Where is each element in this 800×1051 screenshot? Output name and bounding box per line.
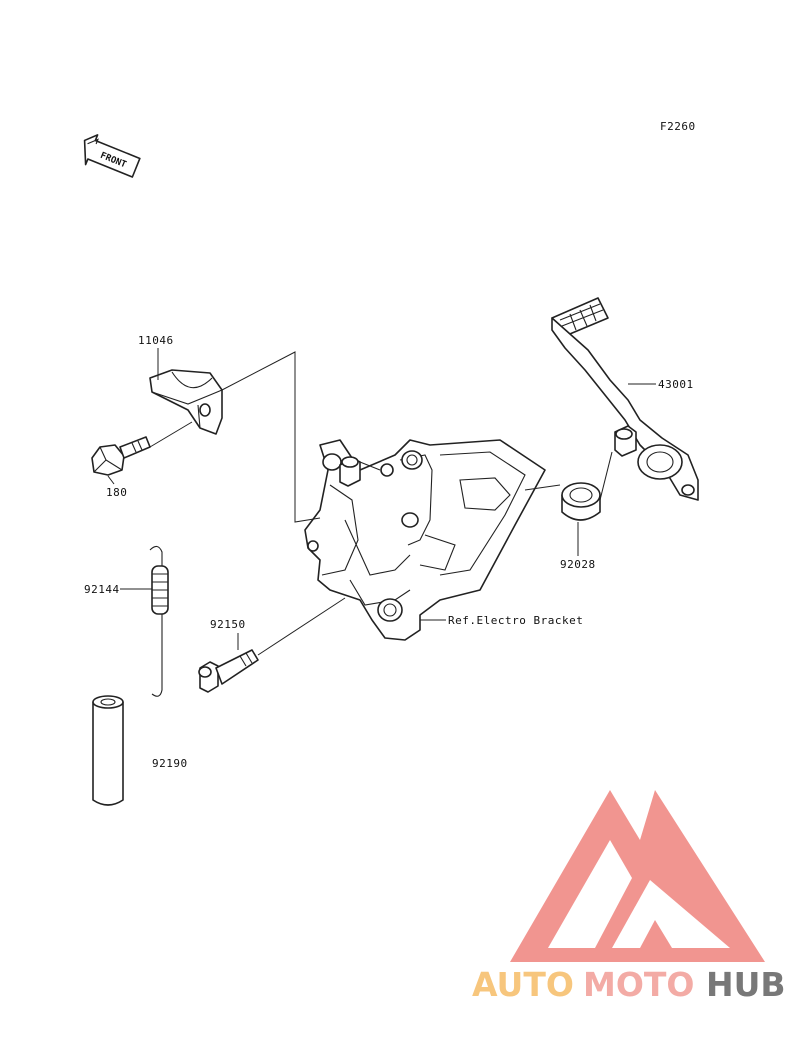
part-number: 180 bbox=[106, 486, 127, 499]
part-number: 92028 bbox=[560, 558, 596, 571]
part-number: 11046 bbox=[138, 334, 174, 347]
part-label-180: 180 bbox=[106, 475, 127, 499]
part-number: 92190 bbox=[152, 757, 188, 770]
watermark-logo: AUTO MOTO HUB bbox=[472, 790, 786, 1004]
part-number: 43001 bbox=[658, 378, 694, 391]
pedal-bracket bbox=[304, 439, 546, 641]
spring-92144 bbox=[149, 545, 169, 697]
collar-92190 bbox=[92, 695, 124, 806]
bushing-92028 bbox=[561, 482, 601, 521]
part-label-92190: 92190 bbox=[152, 757, 188, 770]
figure-code: F2260 bbox=[660, 120, 696, 133]
watermark-moto: MOTO bbox=[583, 965, 694, 1004]
watermark-auto: AUTO bbox=[472, 965, 574, 1004]
part-label-43001: 43001 bbox=[628, 378, 694, 391]
front-arrow-icon: FRONT bbox=[83, 134, 141, 178]
clamp-bracket-11046 bbox=[149, 369, 223, 435]
part-label-11046: 11046 bbox=[138, 334, 174, 380]
hex-bolt-180 bbox=[91, 436, 151, 476]
part-label-92028: 92028 bbox=[560, 522, 596, 571]
reference-label-electro-bracket: Ref.Electro Bracket bbox=[420, 614, 583, 627]
part-number: 92150 bbox=[210, 618, 246, 631]
part-number: 92144 bbox=[84, 583, 120, 596]
part-label-92150: 92150 bbox=[210, 618, 246, 650]
watermark-hub: HUB bbox=[706, 965, 786, 1004]
assembly-lines bbox=[149, 351, 613, 656]
reference-label: Ref.Electro Bracket bbox=[448, 614, 583, 627]
brake-pedal-43001 bbox=[551, 297, 699, 501]
part-label-92144: 92144 bbox=[84, 583, 152, 596]
pivot-bolt-92150 bbox=[198, 649, 259, 693]
